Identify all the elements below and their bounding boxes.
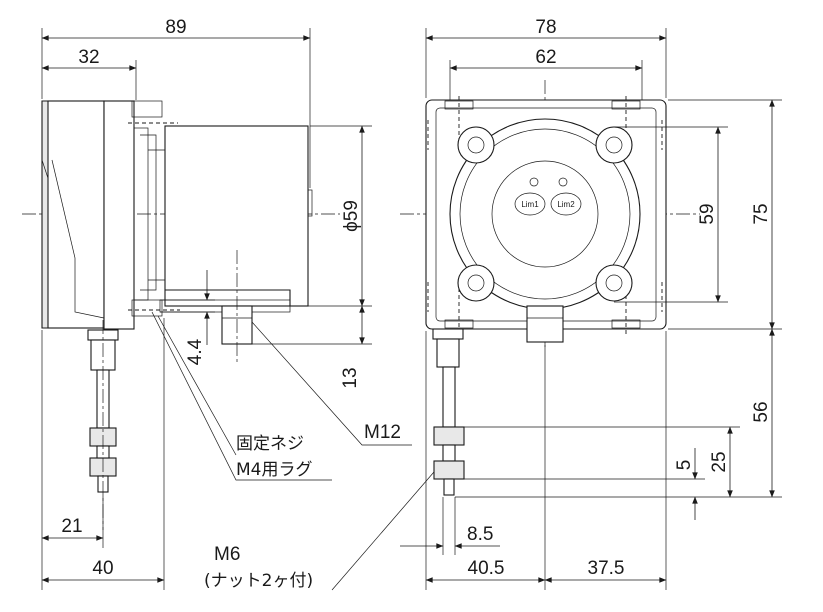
dim-59-label: 59 [697, 203, 718, 224]
bolt-hole-tr [605, 136, 623, 154]
bottom-lug [131, 299, 163, 317]
label-screw-line2: M4用ラグ [236, 460, 312, 480]
dim-78-label: 78 [535, 17, 556, 38]
motor-cap [307, 189, 313, 217]
dim-5-label: 5 [674, 460, 695, 471]
front-rod-mid [442, 444, 456, 462]
top-lug [131, 100, 163, 118]
bolt-hole-bl [467, 274, 485, 292]
label-m12: M12 [364, 422, 401, 443]
front-cover-chamfer [51, 159, 105, 319]
label-m6: M6 [214, 544, 240, 565]
label-m6-nuts: (ナット2ヶ付) [204, 571, 313, 591]
lim2-label: Lim2 [557, 200, 575, 209]
dim-75-label: 75 [751, 203, 772, 224]
side-view: 89 32 ϕ59 13 4.4 21 40 M12 [22, 17, 441, 591]
dim-40-label: 40 [92, 558, 113, 579]
dim-32-label: 32 [78, 47, 99, 68]
lim2-lamp [558, 177, 568, 187]
bolt-boss-tl [457, 126, 495, 164]
bolt-boss-tr [595, 126, 633, 164]
center-disc [491, 160, 599, 268]
front-rod-nut-1 [433, 426, 465, 446]
flange-inner [133, 127, 149, 301]
leader-screw-2 [157, 315, 237, 456]
leader-screw [151, 311, 332, 481]
dim-4-4-label: 4.4 [185, 338, 206, 365]
dim-13-label: 13 [340, 367, 361, 388]
front-rod-base [432, 328, 464, 340]
bolt-boss-bl [457, 264, 495, 302]
corner-mount-tr [611, 100, 641, 110]
lim2-knob [550, 192, 582, 216]
bolt-hole-br [605, 274, 623, 292]
dim-89-label: 89 [165, 17, 186, 38]
round-flange-inner [459, 128, 631, 300]
front-cover-face [47, 100, 105, 329]
front-connector [526, 305, 564, 343]
dim-37-5-label: 37.5 [588, 558, 625, 579]
label-screw-line1: 固定ネジ [236, 434, 304, 454]
corner-mount-tl [444, 100, 474, 110]
bolt-boss-br [595, 264, 633, 302]
motor-body [164, 125, 309, 307]
dim-8-5-label: 8.5 [467, 524, 493, 545]
bolt-hole-tl [467, 136, 485, 154]
dim-40-5-label: 40.5 [468, 558, 505, 579]
flange-slot-2 [148, 149, 166, 281]
lim1-lamp [529, 177, 539, 187]
dim-21-label: 21 [61, 516, 82, 537]
leader-m6 [331, 464, 441, 591]
front-rod-tip [443, 478, 455, 496]
dim-25-label: 25 [709, 451, 730, 472]
front-rod-upper [436, 338, 460, 368]
dim-phi59-label: ϕ59 [341, 200, 362, 232]
flange-bracket [103, 100, 135, 330]
front-rod-shaft [442, 366, 456, 428]
front-view: Lim1 Lim2 78 62 59 75 [400, 17, 782, 590]
dim-62-label: 62 [535, 47, 556, 68]
dim-56-label: 56 [751, 401, 772, 422]
flange-slot [140, 134, 157, 291]
lim1-knob [514, 192, 546, 216]
leader-m12 [251, 321, 412, 446]
front-rod-nut-2 [433, 460, 465, 480]
lim1-label: Lim1 [521, 200, 539, 209]
